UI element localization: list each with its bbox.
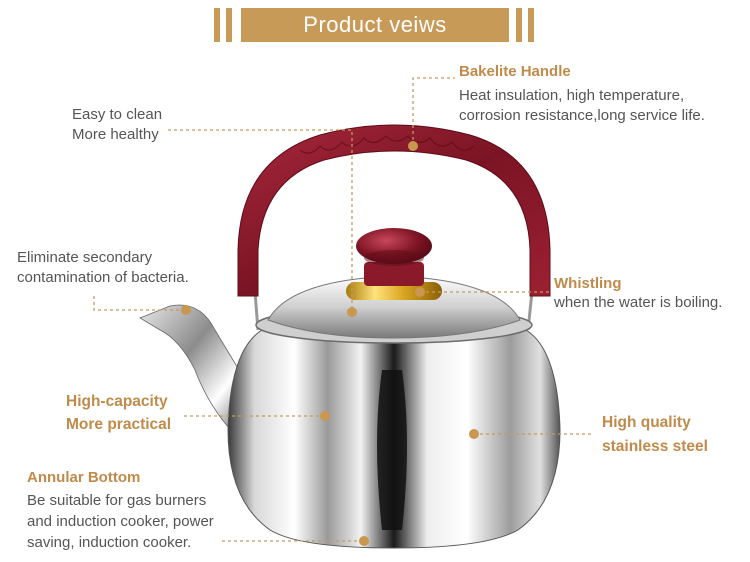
clean-callout-line-2: More healthy: [72, 126, 159, 143]
whistle-callout-title: Whistling: [554, 275, 622, 292]
banner-stripe-left-1: [214, 8, 220, 42]
capacity-callout-line-1: High-capacity: [66, 393, 168, 410]
bottom-callout-line-3: saving, induction cooker.: [27, 534, 192, 551]
bacteria-callout-line-1: Eliminate secondary: [17, 249, 153, 266]
bottom-callout-line-1: Be suitable for gas burners: [27, 492, 207, 509]
steel-callout-line-2: stainless steel: [602, 438, 708, 455]
banner-title: Product veiws: [241, 8, 509, 42]
banner-stripe-right-1: [516, 8, 522, 42]
bacteria-callout-line-2: contamination of bacteria.: [17, 269, 189, 286]
bottom-callout-title: Annular Bottom: [27, 469, 141, 486]
clean-callout-line-1: Easy to clean: [72, 106, 163, 123]
banner-stripe-right-2: [528, 8, 534, 42]
whistle-callout-line-1: when the water is boiling.: [554, 294, 723, 311]
handle-callout-line-2: corrosion resistance,long service life.: [459, 107, 705, 124]
banner-stripe-left-2: [226, 8, 232, 42]
capacity-callout-line-2: More practical: [66, 416, 172, 433]
handle-callout-line-1: Heat insulation, high temperature,: [459, 87, 685, 104]
handle-callout-title: Bakelite Handle: [459, 63, 571, 80]
bottom-callout-line-2: and induction cooker, power: [27, 513, 214, 530]
steel-callout-line-1: High quality: [602, 414, 691, 431]
